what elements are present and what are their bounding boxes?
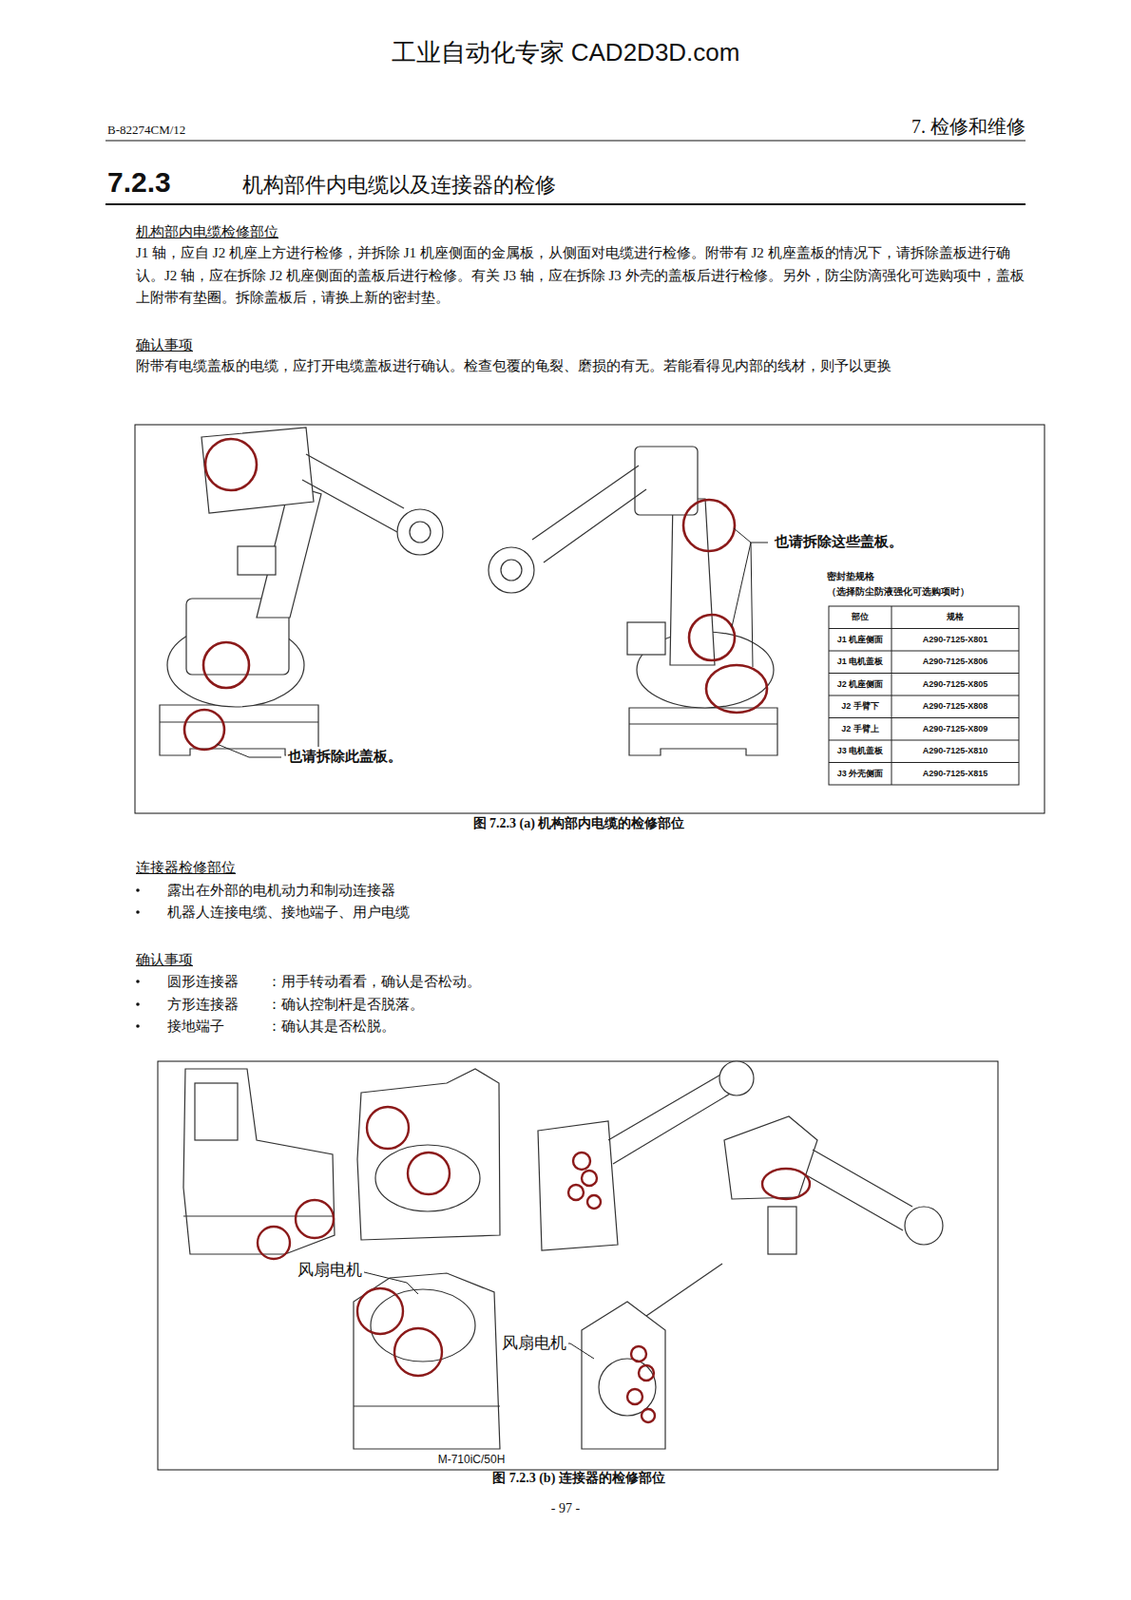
chapter-header: 7. 检修和维修	[740, 114, 1026, 139]
doc-number: B-82274CM/12	[107, 121, 186, 138]
table-cell: J2 手臂上	[828, 723, 892, 735]
figure-caption: 图 7.2.3 (a) 机构部内电缆的检修部位	[388, 815, 769, 833]
callout-note: 也请拆除这些盖板。	[772, 532, 905, 552]
table-cell: J1 电机盖板	[828, 655, 892, 668]
table-cell: A290-7125-X806	[891, 655, 1019, 668]
table-cell: A290-7125-X801	[891, 633, 1019, 646]
subheading: 机构部内电缆检修部位	[135, 222, 279, 242]
table-cell: 部位	[828, 611, 892, 623]
subheading: 连接器检修部位	[135, 858, 236, 878]
section-title: 机构部件内电缆以及连接器的检修	[242, 171, 556, 199]
bullet-text: 机器人连接电缆、接地端子、用户电缆	[167, 902, 410, 922]
page-number: - 97 -	[470, 1500, 661, 1518]
description: ：确认控制杆是否脱落。	[267, 995, 424, 1015]
table-cell: A290-7125-X809	[891, 723, 1019, 735]
part-name: 风扇电机	[295, 1260, 365, 1282]
watermark: 工业自动化专家 CAD2D3D.com	[285, 36, 846, 69]
subheading: 确认事项	[135, 335, 193, 355]
paragraph: 附带有电缆盖板的电缆，应打开电缆盖板进行确认。检查包覆的龟裂、磨损的有无。若能看…	[135, 355, 1026, 379]
table-cell: A290-7125-X805	[891, 678, 1019, 691]
description: ：用手转动看看，确认是否松动。	[267, 972, 481, 992]
table-cell: J2 手臂下	[828, 700, 892, 712]
paragraph: J1 轴，应自 J2 机座上方进行检修，并拆除 J1 机座侧面的金属板，从侧面对…	[135, 242, 1026, 310]
term: 接地端子	[167, 1016, 225, 1036]
table-cell: J3 外壳侧面	[828, 767, 892, 780]
table-cell: A290-7125-X810	[891, 745, 1019, 757]
part-name: 风扇电机	[499, 1333, 569, 1355]
model-name: M-710iC/50H	[421, 1452, 521, 1468]
table-cell: A290-7125-X808	[891, 700, 1019, 712]
term: 圆形连接器	[167, 972, 239, 992]
table-cell: J2 机座侧面	[828, 678, 892, 691]
table-cell: 规格	[891, 611, 1019, 623]
subheading: 确认事项	[135, 950, 193, 970]
table-cell: J1 机座侧面	[828, 633, 892, 646]
table-cell: A290-7125-X815	[891, 767, 1019, 780]
table-cell: J3 电机盖板	[828, 745, 892, 757]
term: 方形连接器	[167, 995, 239, 1015]
description: ：确认其是否松脱。	[267, 1016, 396, 1036]
figure-caption: 图 7.2.3 (b) 连接器的检修部位	[388, 1470, 769, 1488]
table-title: 密封垫规格	[826, 570, 875, 583]
section-number: 7.2.3	[107, 163, 172, 201]
callout-note: 也请拆除此盖板。	[286, 747, 404, 767]
table-title: （选择防尘防液强化可选购项时）	[826, 585, 970, 598]
bullet-text: 露出在外部的电机动力和制动连接器	[167, 881, 396, 901]
